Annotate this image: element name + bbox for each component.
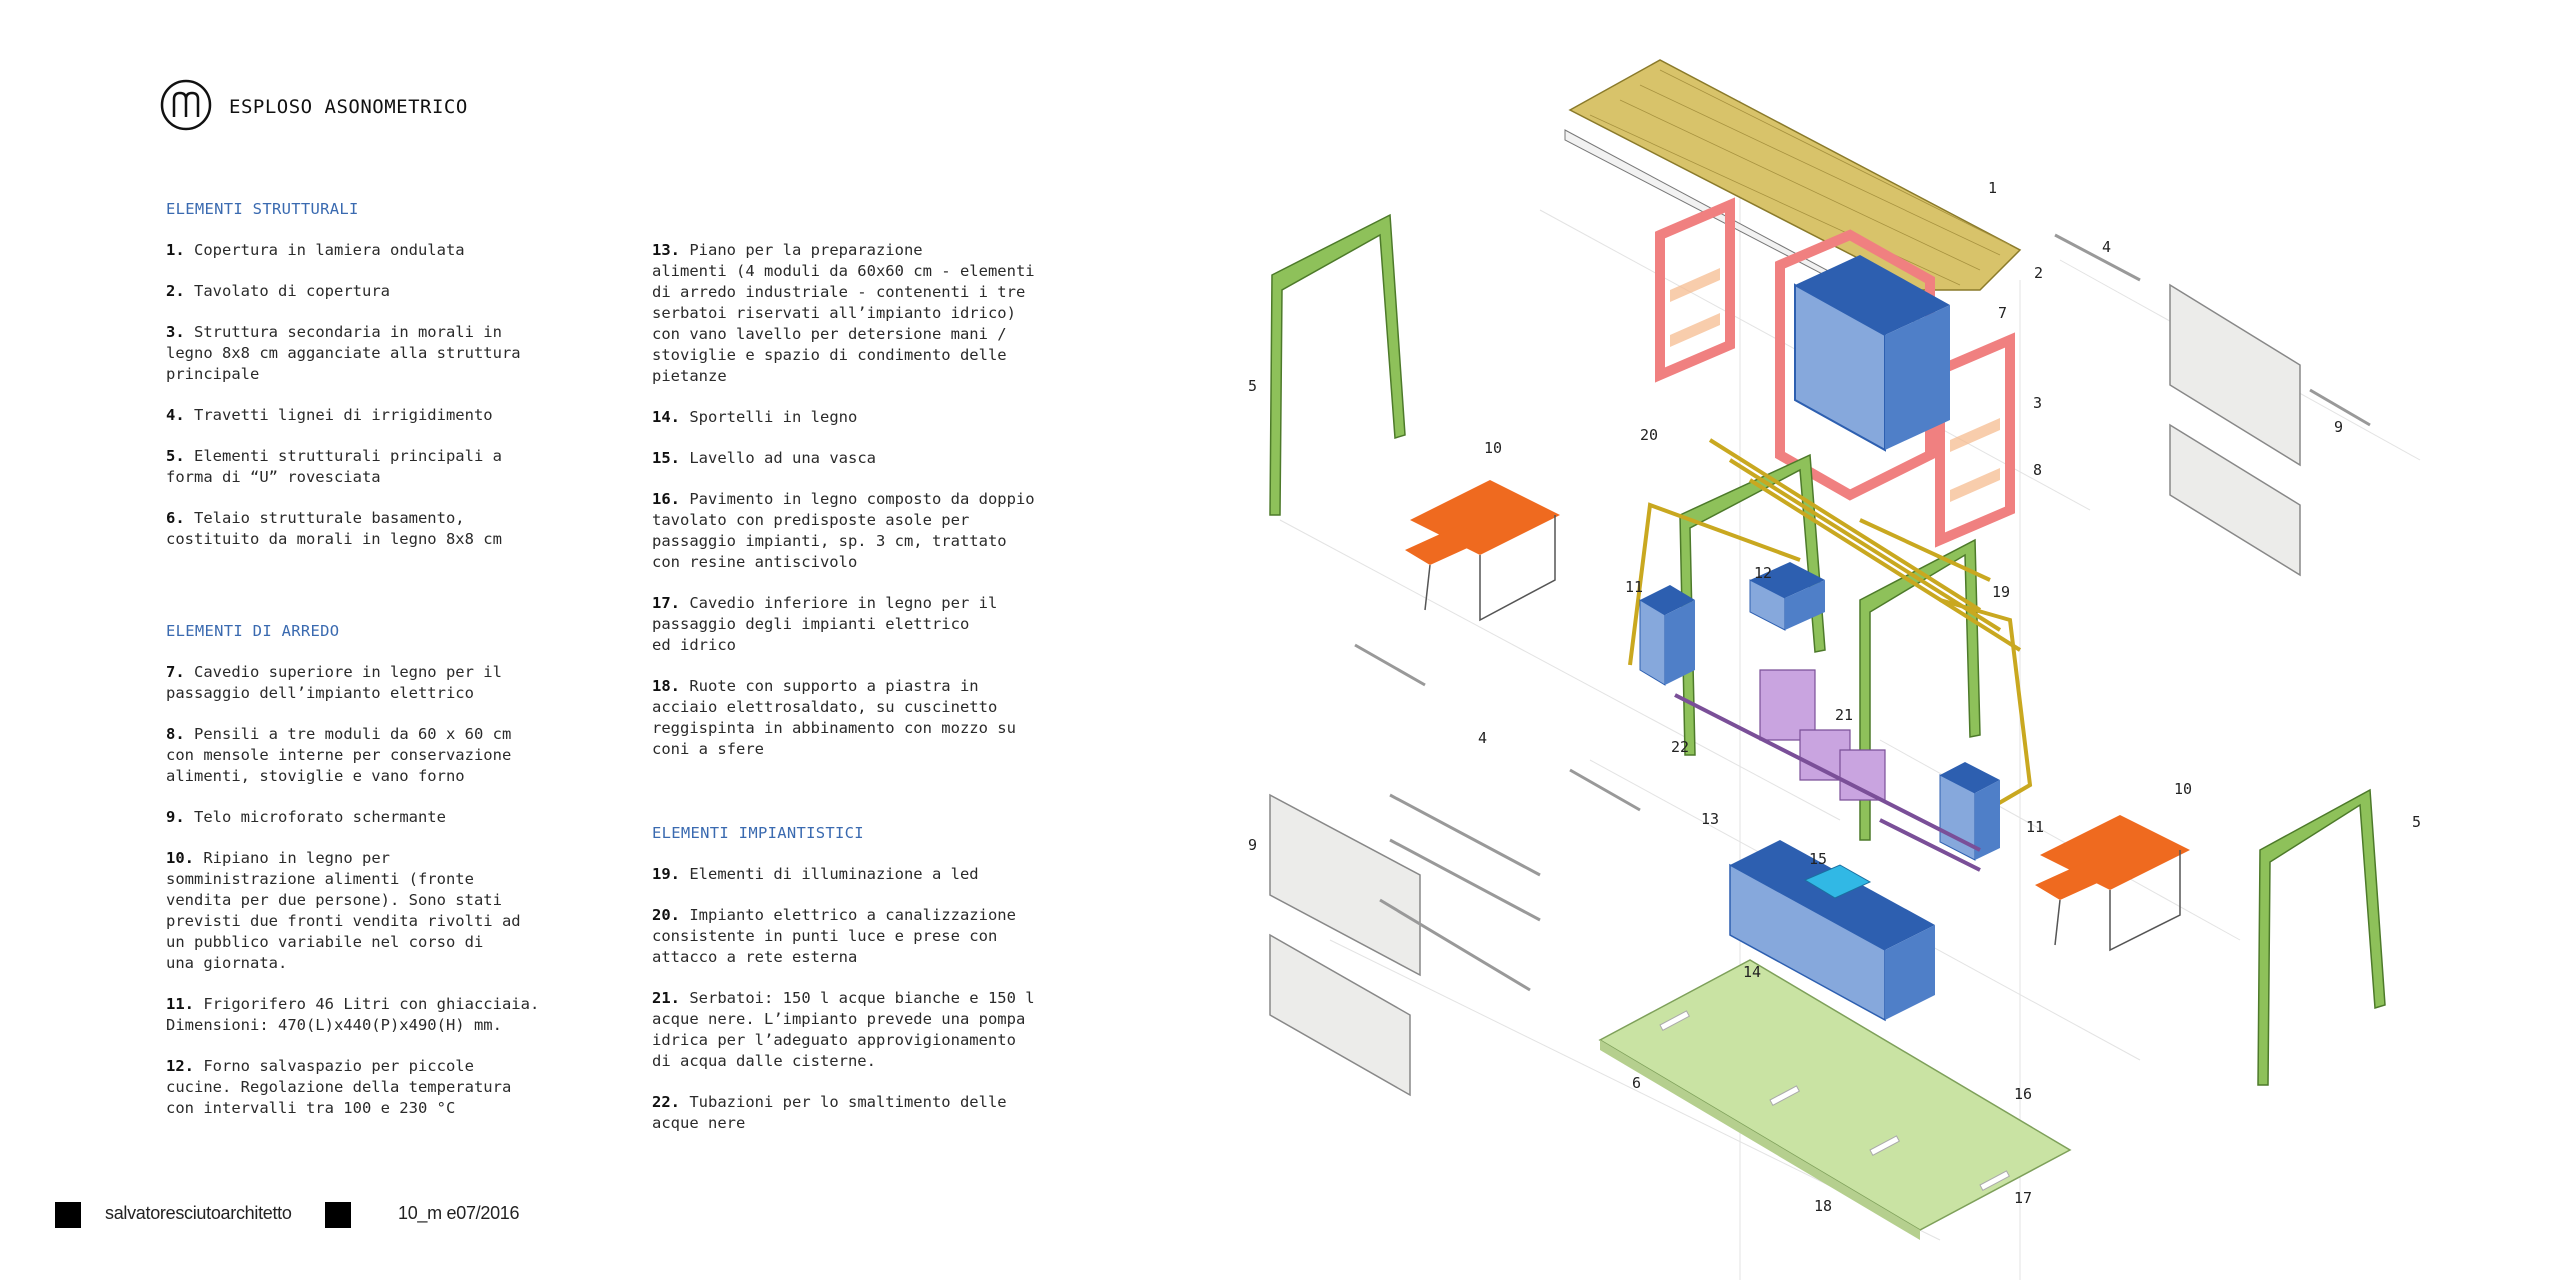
legend-item: 9. Telo microforato schermante [166, 808, 446, 826]
label-4: 4 [2102, 238, 2111, 256]
legend-item: 1. Copertura in lamiera ondulata [166, 241, 465, 259]
label-20: 20 [1640, 426, 1658, 444]
blue-wall-cabinets [1794, 255, 1950, 452]
legend-item: 13. Piano per la preparazione alimenti (… [652, 241, 1035, 385]
green-u-frame-right [2257, 788, 2386, 1086]
legend-item: 21. Serbatoi: 150 l acque bianche e 150 … [652, 989, 1035, 1070]
label-9: 9 [1248, 836, 1257, 854]
pink-shelves [1670, 268, 2000, 502]
page-title: ESPLOSO ASONOMETRICO [229, 96, 468, 118]
label-1: 1 [1988, 179, 1997, 197]
legend-right-column: 13. Piano per la preparazione alimenti (… [652, 240, 1072, 1154]
legend-item: 16. Pavimento in legno composto da doppi… [652, 490, 1035, 571]
callout-labels: 1 2 3 4 4 5 5 6 7 8 9 9 10 10 11 11 12 1… [1248, 179, 2421, 1215]
footer-square-mark [55, 1202, 81, 1228]
screen-panel-top-right [2169, 283, 2301, 577]
architect-logo [160, 79, 212, 131]
label-18: 18 [1814, 1197, 1832, 1215]
label-6: 6 [1632, 1074, 1641, 1092]
label-7: 7 [1998, 304, 2007, 322]
footer-code: 10_m e07/2016 [398, 1203, 520, 1223]
legend-item: 17. Cavedio inferiore in legno per il pa… [652, 594, 998, 654]
fridge-right [1939, 762, 2000, 861]
wooden-joists [1354, 233, 2371, 992]
label-12: 12 [1754, 564, 1772, 582]
label-15: 15 [1809, 850, 1827, 868]
legend-left-column: ELEMENTI STRUTTURALI 1. Copertura in lam… [166, 200, 646, 1139]
label-2: 2 [2034, 264, 2043, 282]
green-u-frame-left [1269, 213, 1406, 516]
legend-item: 8. Pensili a tre moduli da 60 x 60 cm co… [166, 725, 512, 785]
prep-counter-with-sink [1729, 840, 1935, 1022]
footer-square-mark [325, 1202, 351, 1228]
floor-platform [1598, 959, 2072, 1240]
label-22: 22 [1671, 738, 1689, 756]
label-10: 10 [1484, 439, 1502, 457]
legend-item: 22. Tubazioni per lo smaltimento delle a… [652, 1093, 1007, 1132]
legend-item: 18. Ruote con supporto a piastra in acci… [652, 677, 1016, 758]
label-11: 11 [1625, 578, 1643, 596]
label-10: 10 [2174, 780, 2192, 798]
screen-panel-bottom-left [1269, 793, 1421, 1097]
label-5: 5 [2412, 813, 2421, 831]
legend-item: 11. Frigorifero 46 Litri con ghiacciaia.… [166, 995, 540, 1034]
pink-secondary-structure [1655, 197, 2015, 548]
label-4: 4 [1478, 729, 1487, 747]
section-heading-strutturali: ELEMENTI STRUTTURALI [166, 200, 359, 218]
orange-counter-right [2035, 815, 2190, 952]
label-13: 13 [1701, 810, 1719, 828]
label-16: 16 [2014, 1085, 2032, 1103]
legend-item: 6. Telaio strutturale basamento, costitu… [166, 509, 502, 548]
label-19: 19 [1992, 583, 2010, 601]
fridge-left [1639, 585, 1695, 686]
oven-box [1749, 562, 1825, 631]
legend-item: 5. Elementi strutturali principali a for… [166, 447, 502, 486]
legend-item: 3. Struttura secondaria in morali in leg… [166, 323, 521, 383]
label-17: 17 [2014, 1189, 2032, 1207]
label-21: 21 [1835, 706, 1853, 724]
roof-corrugated-sheet [1564, 59, 2022, 331]
legend-item: 2. Tavolato di copertura [166, 282, 390, 300]
label-11: 11 [2026, 818, 2044, 836]
orange-counter-left [1405, 480, 1560, 622]
purple-tanks [1759, 669, 1886, 801]
label-8: 8 [2033, 461, 2042, 479]
label-9: 9 [2334, 418, 2343, 436]
legend-item: 15. Lavello ad una vasca [652, 449, 876, 467]
legend-item: 4. Travetti lignei di irrigidimento [166, 406, 493, 424]
exploded-axonometric-drawing: 1 2 3 4 4 5 5 6 7 8 9 9 10 10 11 11 12 1… [1248, 59, 2421, 1280]
label-3: 3 [2033, 394, 2042, 412]
legend-item: 14. Sportelli in legno [652, 408, 858, 426]
label-14: 14 [1743, 963, 1761, 981]
section-heading-impiantistici: ELEMENTI IMPIANTISTICI [652, 824, 864, 842]
footer-author: salvatoresciutoarchitetto [105, 1203, 292, 1223]
legend-item: 12. Forno salvaspazio per piccole cucine… [166, 1057, 512, 1117]
section-heading-arredo: ELEMENTI DI ARREDO [166, 622, 340, 640]
legend-item: 7. Cavedio superiore in legno per il pas… [166, 663, 502, 702]
purple-drain-pipes [1674, 693, 1981, 872]
legend-item: 10. Ripiano in legno per somministrazion… [166, 849, 521, 972]
label-5: 5 [1248, 377, 1257, 395]
legend-item: 20. Impianto elettrico a canalizzazione … [652, 906, 1016, 966]
legend-item: 19. Elementi di illuminazione a led [652, 865, 979, 883]
